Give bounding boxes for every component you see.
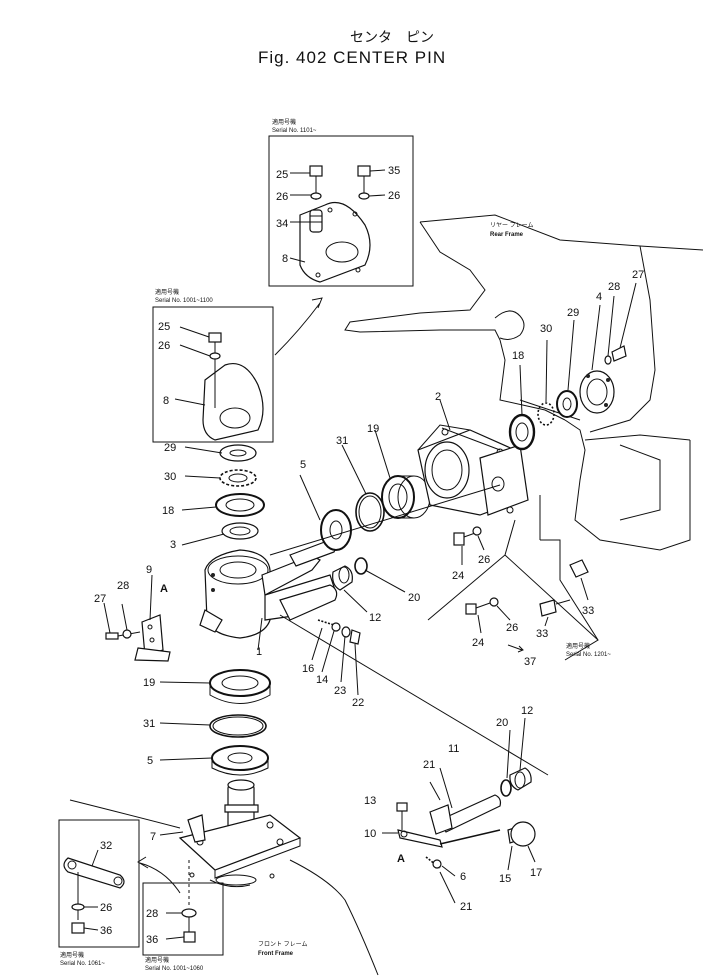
- part-label-1: 1: [256, 646, 262, 658]
- part-label: 35: [388, 165, 400, 177]
- rear-frame-outline: [344, 214, 703, 551]
- part-label: 26: [100, 902, 112, 914]
- part-label: 5: [147, 755, 153, 767]
- part-label: 23: [334, 685, 346, 697]
- part-label: 12: [369, 612, 381, 624]
- inset-serial-1101: 適用号機 Serial No. 1101~: [268, 118, 414, 287]
- svg-text:Serial No. 1001~1100: Serial No. 1001~1100: [155, 298, 213, 304]
- svg-text:適用号機: 適用号機: [60, 951, 84, 959]
- svg-text:Serial No. 1001~1060: Serial No. 1001~1060: [145, 966, 204, 972]
- part-label: 26: [506, 622, 518, 634]
- inset-serial-1001-1060: 適用号機 Serial No. 1001~1060: [142, 882, 224, 972]
- inset-serial-1061: 適用号機 Serial No. 1061~: [58, 819, 140, 967]
- part-label: 25: [276, 169, 288, 181]
- right-bearing-stack: [269, 399, 529, 556]
- inset-serial-1201: 適用号機 Serial No. 1201~: [427, 495, 611, 661]
- svg-text:適用号機: 適用号機: [145, 956, 169, 964]
- part-label: 36: [146, 934, 158, 946]
- part-label: 8: [282, 253, 288, 265]
- title-english: Fig. 402 CENTER PIN: [258, 48, 446, 67]
- part-label: 28: [146, 908, 158, 920]
- part-label: 18: [162, 505, 174, 517]
- part-label: 20: [408, 592, 420, 604]
- part-label: 24: [452, 570, 464, 582]
- front-frame-outline: [69, 799, 379, 976]
- rear-frame-label-en: Rear Frame: [490, 232, 524, 238]
- part-label: 27: [632, 269, 644, 281]
- svg-text:適用号機: 適用号機: [566, 642, 590, 650]
- part-label: 31: [143, 718, 155, 730]
- svg-text:Serial No. 1061~: Serial No. 1061~: [60, 961, 105, 967]
- part-label: 37: [524, 656, 536, 668]
- inset-arrow-lower: [137, 856, 181, 894]
- part-label: 34: [276, 218, 288, 230]
- part-label: 9: [146, 564, 152, 576]
- part-label: 36: [100, 925, 112, 937]
- part-label: 32: [100, 840, 112, 852]
- part-label: 28: [117, 580, 129, 592]
- bracket-9-group: [103, 574, 171, 662]
- part-label: 24: [472, 637, 484, 649]
- part-label: 30: [540, 323, 552, 335]
- part-label: 17: [530, 867, 542, 879]
- part-label: 19: [143, 677, 155, 689]
- part-label: 7: [150, 831, 156, 843]
- part-label: 12: [521, 705, 533, 717]
- title-japanese: センタ ピン: [350, 30, 434, 46]
- part-label: 15: [499, 873, 511, 885]
- part-label: 4: [596, 291, 602, 303]
- part-label: 26: [388, 190, 400, 202]
- part-label: 18: [512, 350, 524, 362]
- bolts-24-26: [453, 526, 485, 565]
- part-label: 19: [367, 423, 379, 435]
- part-number-labels: 25 26 34 8 35 26 25 26 8 29 30 18 3 27 2…: [94, 165, 644, 946]
- part-label: 30: [164, 471, 176, 483]
- fittings-16-14-23-22: [279, 614, 549, 776]
- part-label: 13: [364, 795, 376, 807]
- lower-parts-stack: [159, 669, 302, 886]
- part-label: 29: [567, 307, 579, 319]
- part-label: 6: [460, 871, 466, 883]
- part-label: 10: [364, 828, 376, 840]
- part-label: 5: [300, 459, 306, 471]
- part-label: 20: [496, 717, 508, 729]
- center-housing: [199, 539, 338, 651]
- svg-text:Serial No. 1101~: Serial No. 1101~: [272, 128, 317, 134]
- part-label: 3: [170, 539, 176, 551]
- part-label: 25: [158, 321, 170, 333]
- inset-serial-1001-1100: 適用号機 Serial No. 1001~1100: [152, 288, 274, 443]
- section-mark-a-lower: A: [397, 853, 405, 865]
- lower-right-linkage: [382, 717, 536, 904]
- part-label: 33: [536, 628, 548, 640]
- part-label: 11: [448, 743, 459, 755]
- part-label: 26: [276, 191, 288, 203]
- part-label: 21: [460, 901, 472, 913]
- svg-text:適用号機: 適用号機: [155, 288, 179, 296]
- upper-right-parts: [508, 282, 637, 451]
- part-label: 21: [423, 759, 435, 771]
- part-label: 8: [163, 395, 169, 407]
- inset-arrow-upper: [274, 297, 323, 356]
- part-label: 28: [608, 281, 620, 293]
- part-label: 29: [164, 442, 176, 454]
- svg-text:適用号機: 適用号機: [272, 118, 296, 126]
- rear-frame-label-jp: リヤー フレーム: [490, 222, 534, 229]
- part-label: 31: [336, 435, 348, 447]
- left-parts-stack: [181, 444, 265, 546]
- bushing-12-ring-20: [332, 557, 406, 613]
- part-label: 22: [352, 697, 364, 709]
- part-label: 2: [435, 391, 441, 403]
- front-frame-label-jp: フロント フレーム: [258, 941, 308, 948]
- part-label: 27: [94, 593, 106, 605]
- part-label: 26: [158, 340, 170, 352]
- svg-text:Serial No. 1201~: Serial No. 1201~: [566, 652, 611, 658]
- section-mark-a-upper: A: [160, 583, 168, 595]
- part-label: 26: [478, 554, 490, 566]
- front-frame-label-en: Front Frame: [258, 951, 294, 957]
- part-label: 33: [582, 605, 594, 617]
- part-label: 14: [316, 674, 328, 686]
- part-label: 16: [302, 663, 314, 675]
